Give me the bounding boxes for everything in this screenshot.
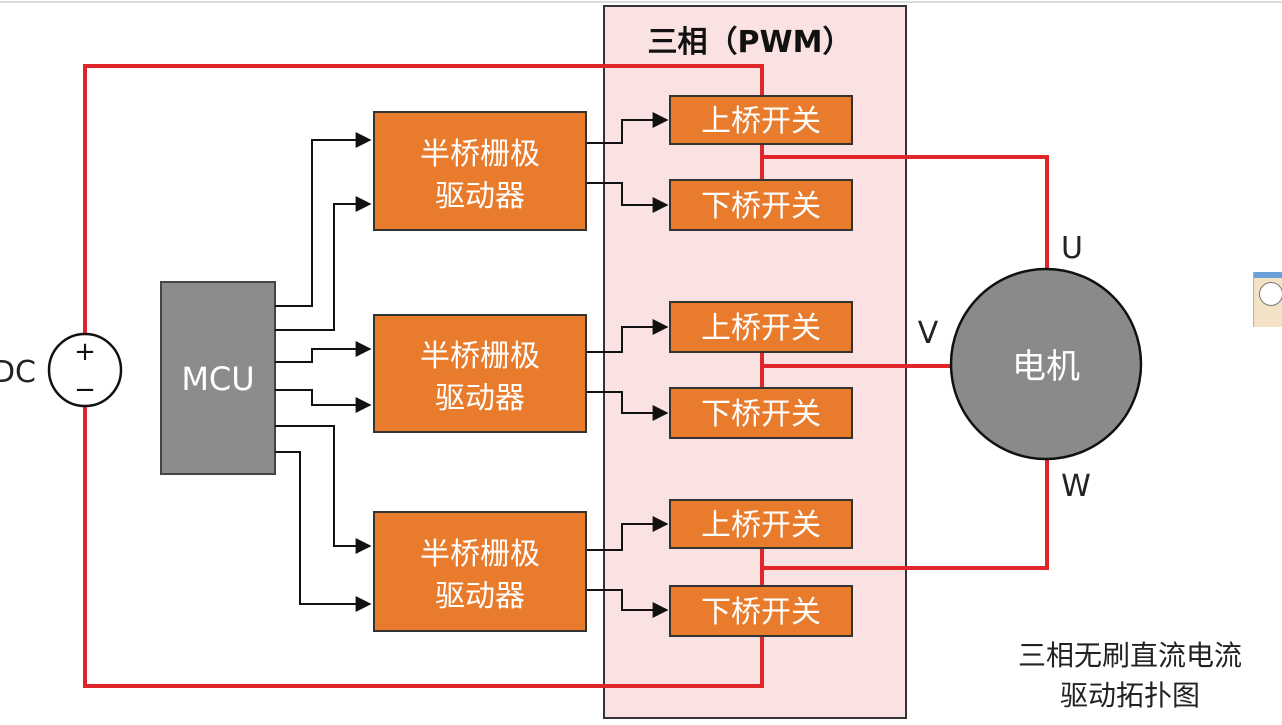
driver-box — [373, 314, 587, 433]
dc-negative-wire — [83, 400, 764, 688]
switch-box — [669, 585, 853, 637]
motor-label: 电机 — [1012, 347, 1080, 387]
switch-w-low: 下桥开关 — [669, 585, 853, 637]
signal-2 — [275, 196, 372, 331]
phase-w-wire — [762, 458, 1049, 570]
pwm-title: 三相（PWM） — [648, 25, 853, 60]
upper-switch-label: 上桥开关 — [701, 311, 821, 346]
lower-switch-label: 下桥开关 — [701, 595, 821, 630]
driver-label-line2: 驱动器 — [435, 179, 525, 214]
mcu-block — [160, 281, 276, 475]
signal-6 — [275, 451, 372, 612]
phase-u-wire — [762, 155, 1049, 270]
switch-box — [669, 301, 853, 353]
driver-label-line2: 驱动器 — [435, 579, 525, 614]
switch-box — [669, 179, 853, 231]
gate-signals — [586, 112, 669, 618]
switch-v-low: 下桥开关 — [669, 387, 853, 439]
driver-box — [373, 511, 587, 632]
driver-label-line1: 半桥栅极 — [420, 339, 540, 374]
dc-label: DC — [0, 355, 36, 390]
phase-u-label: U — [1061, 231, 1083, 266]
upper-switch-label: 上桥开关 — [701, 104, 821, 139]
gate-v-high — [586, 319, 669, 353]
switch-box — [669, 95, 853, 145]
lower-switch-label: 下桥开关 — [701, 397, 821, 432]
phase-w-label: W — [1061, 469, 1091, 504]
gate-w-high — [586, 516, 669, 551]
signal-3 — [275, 341, 372, 363]
thumbnail-face-icon — [1259, 282, 1282, 306]
control-signals — [275, 132, 372, 612]
mcu-label: MCU — [181, 360, 254, 398]
dc-positive-wire — [83, 64, 764, 340]
motor-symbol — [949, 267, 1143, 461]
switch-u-high: 上桥开关 — [669, 95, 853, 145]
lower-switch-label: 下桥开关 — [701, 189, 821, 224]
switch-u-low: 下桥开关 — [669, 179, 853, 231]
gate-u-low — [586, 182, 669, 213]
gate-u-high — [586, 112, 669, 144]
dc-minus-sign: − — [74, 375, 96, 405]
caption-line-1: 三相无刷直流电流 — [1017, 639, 1242, 672]
gate-v-low — [586, 391, 669, 421]
thumbnail-band — [1254, 272, 1282, 278]
dc-plus-sign: + — [74, 337, 96, 367]
switch-w-high: 上桥开关 — [669, 499, 853, 549]
upper-switch-label: 上桥开关 — [701, 508, 821, 543]
signal-4 — [275, 389, 372, 413]
switch-v-high: 上桥开关 — [669, 301, 853, 353]
power-wires — [83, 64, 1049, 688]
side-thumbnail-image — [1253, 272, 1282, 327]
gate-w-low — [586, 589, 669, 618]
driver-v: 半桥栅极 驱动器 — [373, 314, 587, 433]
driver-box — [373, 111, 587, 231]
driver-u: 半桥栅极 驱动器 — [373, 111, 587, 231]
signal-1 — [275, 132, 372, 307]
dc-source-symbol — [47, 332, 123, 408]
driver-label-line1: 半桥栅极 — [420, 537, 540, 572]
driver-label-line2: 驱动器 — [435, 381, 525, 416]
caption-line-2: 驱动拓扑图 — [1059, 679, 1200, 712]
switch-box — [669, 387, 853, 439]
diagram-caption: 三相无刷直流电流 驱动拓扑图 — [990, 636, 1270, 716]
driver-w: 半桥栅极 驱动器 — [373, 511, 587, 632]
signal-5 — [275, 425, 372, 554]
phase-v-label: V — [918, 316, 939, 351]
switch-box — [669, 499, 853, 549]
driver-label-line1: 半桥栅极 — [420, 137, 540, 172]
